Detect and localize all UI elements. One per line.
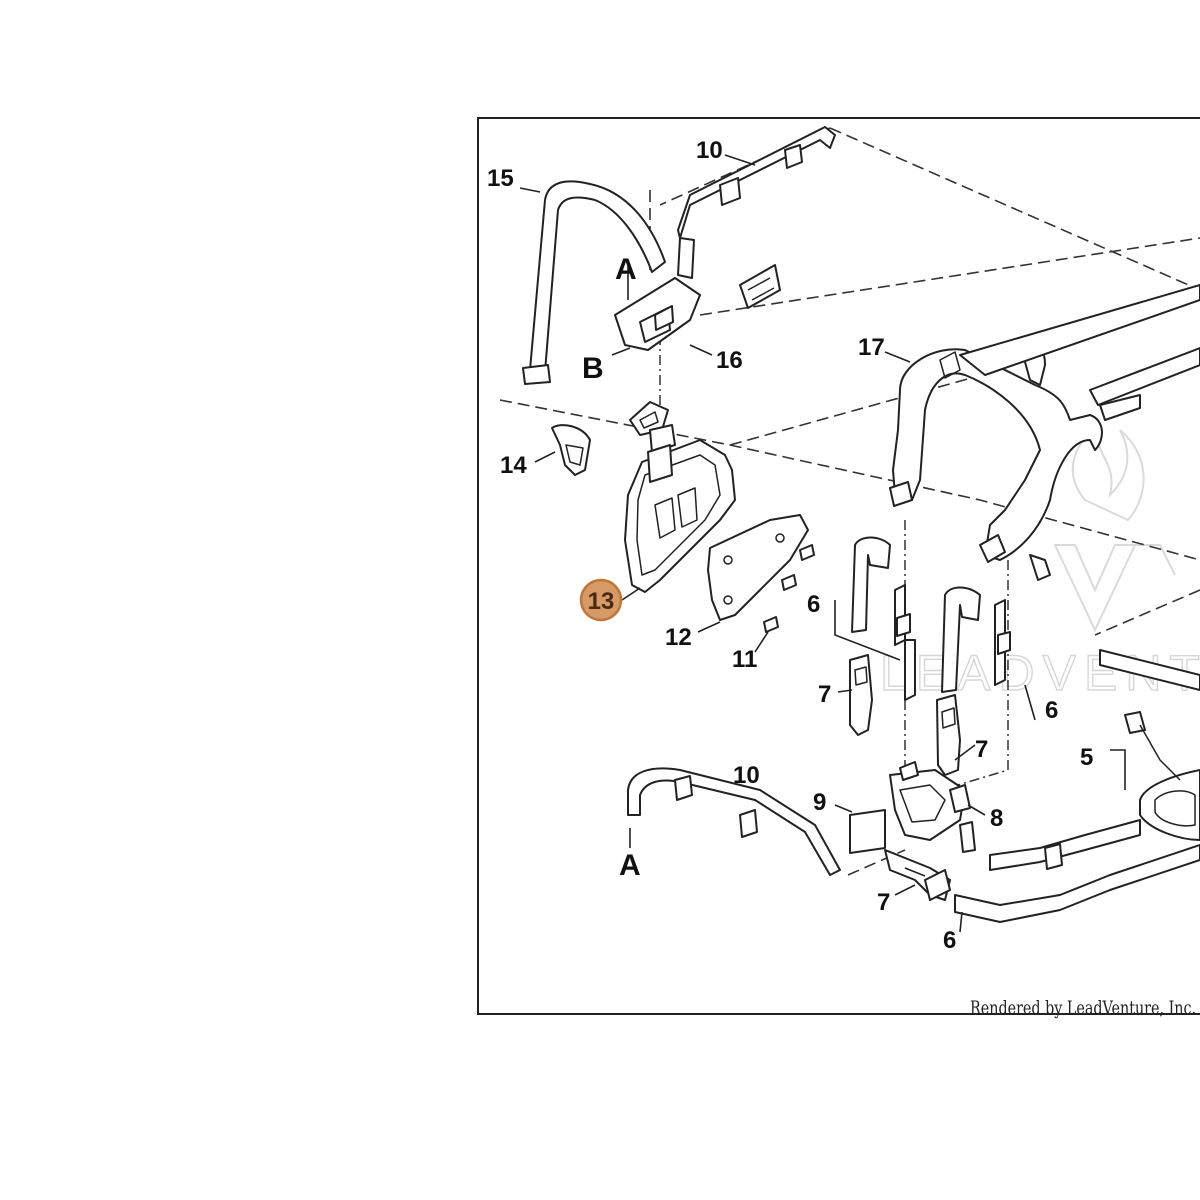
part-6-straps xyxy=(834,536,1036,721)
callout-10-top: 10 xyxy=(696,137,723,164)
highlighted-callout-13[interactable]: 13 xyxy=(579,578,623,622)
callout-7-b: 7 xyxy=(975,736,988,763)
diagram-frame xyxy=(477,117,1200,1015)
part-17-harness xyxy=(889,284,1200,581)
callout-16: 16 xyxy=(716,347,743,374)
assembly-guides xyxy=(499,127,1200,876)
callout-13: 13 xyxy=(588,588,615,615)
highlight-circle[interactable] xyxy=(579,578,623,622)
callout-5: 5 xyxy=(1080,744,1093,771)
callout-15: 15 xyxy=(487,165,514,192)
marker-a-top: A xyxy=(615,253,637,286)
part-14-buckle xyxy=(551,424,591,476)
callout-10-bottom: 10 xyxy=(733,762,760,789)
credit-line: Rendered by LeadVenture, Inc. xyxy=(970,997,1196,1019)
part-13-back-plate xyxy=(624,401,736,593)
part-10-top-strap xyxy=(677,126,836,279)
callout-14: 14 xyxy=(500,452,527,479)
part-6-lower-belt xyxy=(924,819,1200,923)
part-15-strap xyxy=(522,180,666,385)
part-5-hip-pad xyxy=(1099,649,1200,841)
callout-6-b: 6 xyxy=(1045,697,1058,724)
callout-7-a: 7 xyxy=(818,681,831,708)
marker-a-bottom: A xyxy=(619,849,641,882)
callout-labels: 15 10 16 17 14 12 11 6 6 6 7 7 7 10 9 8 … xyxy=(487,137,1093,954)
part-8-9-buckle-assembly xyxy=(849,761,976,854)
callout-12: 12 xyxy=(665,624,692,651)
callout-11: 11 xyxy=(732,646,757,673)
marker-b: B xyxy=(582,352,604,385)
part-12-pad xyxy=(707,514,809,621)
callout-8: 8 xyxy=(990,805,1003,832)
callout-7-c: 7 xyxy=(877,889,890,916)
part-10-bottom-belt xyxy=(627,767,841,876)
credit-text: Rendered by LeadVenture, Inc. xyxy=(970,997,1196,1019)
callout-6-a: 6 xyxy=(807,591,820,618)
callout-6-c: 6 xyxy=(943,927,956,954)
leader-lines xyxy=(519,154,986,933)
part-11-screws xyxy=(763,544,815,633)
callout-17: 17 xyxy=(858,334,885,361)
callout-9: 9 xyxy=(813,789,826,816)
part-16-connector xyxy=(614,264,781,351)
